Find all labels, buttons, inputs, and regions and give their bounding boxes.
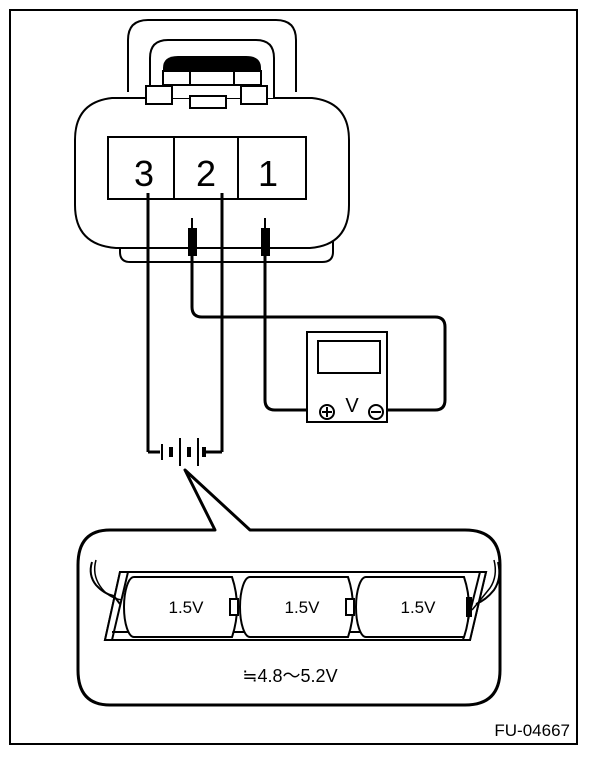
wiring <box>146 193 447 454</box>
terminal-block <box>107 136 307 200</box>
pin-label-1: 1 <box>258 153 278 194</box>
connector: 3 2 1 <box>74 19 350 263</box>
minus-circle-icon <box>368 404 384 420</box>
pin-label-2: 2 <box>196 153 216 194</box>
cell-voltage-label: 1.5V <box>401 598 437 617</box>
figure-id: FU-04667 <box>494 721 570 740</box>
voltmeter: V <box>306 331 388 423</box>
battery-lead-right <box>471 559 497 611</box>
lock-plate <box>162 70 262 86</box>
voltmeter-display <box>317 340 381 374</box>
latch-tab-left <box>145 85 173 105</box>
wire-pin2-probe-to-meter-negative <box>190 256 447 412</box>
pin-label-3: 3 <box>134 153 154 194</box>
cell-voltage-label: 1.5V <box>169 598 205 617</box>
voltmeter-label: V <box>345 395 359 417</box>
probe-pin1 <box>261 228 270 256</box>
battery-cell: 1.5V <box>355 576 472 638</box>
battery-symbol <box>161 438 206 466</box>
battery-cell: 1.5V <box>239 576 355 638</box>
cell-voltage-label: 1.5V <box>285 598 321 617</box>
battery-lead-right <box>475 561 501 605</box>
latch-tab-center <box>189 95 227 109</box>
latch-tab-right <box>240 85 268 105</box>
figure-frame <box>9 9 578 745</box>
probe-pin2 <box>188 228 197 256</box>
wire-pin1-probe-to-meter-positive <box>263 256 320 412</box>
battery-lead-left <box>89 561 121 605</box>
battery-cell: 1.5V <box>123 576 239 638</box>
plus-circle-icon <box>319 404 335 420</box>
battery-lead-left <box>93 559 123 601</box>
total-voltage-label: ≒4.8～5.2V <box>242 666 337 686</box>
